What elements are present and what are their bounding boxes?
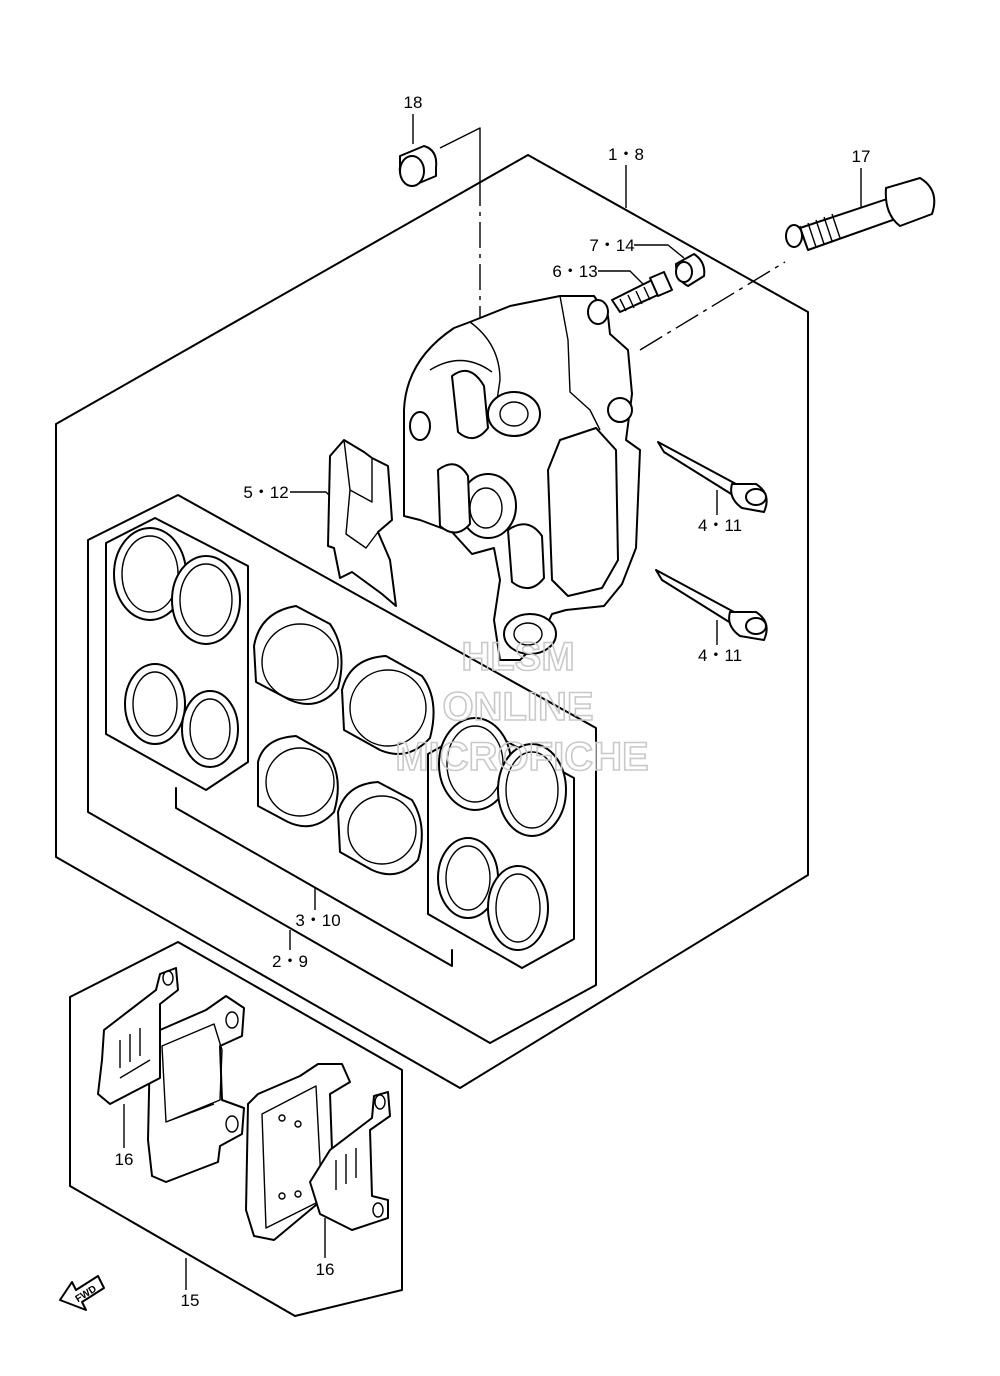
pad-shim-right [309, 1091, 391, 1231]
callout-4-11-bottom: 4・11 [698, 646, 742, 665]
seal-box-left [105, 517, 249, 791]
pad-shim-left [97, 967, 179, 1105]
callout-15: 15 [181, 1291, 200, 1310]
callout-16-left: 16 [115, 1150, 134, 1169]
callout-18: 18 [404, 93, 423, 112]
bolt-axis-line [639, 261, 786, 351]
part-17-bolt [785, 177, 936, 251]
watermark-line-2: ONLINE [442, 685, 593, 729]
piston-seal-set-frame [87, 494, 597, 1044]
part-4-11-pin-top [657, 441, 768, 513]
seal-rings-left [113, 527, 241, 768]
callout-6-13: 6・13 [552, 262, 597, 281]
part-4-11-pin-bottom [655, 569, 768, 641]
callout-4-11-top: 4・11 [698, 516, 742, 535]
fwd-arrow-icon: FWD [59, 1275, 105, 1311]
pistons [253, 605, 435, 876]
brake-pad-left [147, 995, 245, 1183]
callout-2-9: 2・9 [272, 952, 308, 971]
part-6-13-bleeder-valve [611, 271, 673, 313]
seal-rings-right [437, 717, 567, 951]
callout-7-14: 7・14 [589, 236, 634, 255]
caliper-assembly-frame [55, 154, 809, 1089]
callout-5-12: 5・12 [243, 483, 288, 502]
part-18-cap [398, 145, 438, 187]
part-7-14-bleeder-cap [675, 253, 706, 287]
caliper-body [403, 295, 641, 661]
watermark-line-3: MICROFICHE [395, 735, 648, 779]
leader-7-14 [634, 244, 685, 259]
watermark-line-1: HLSM [461, 635, 574, 679]
callout-1-8: 1・8 [608, 145, 644, 164]
leader-6-13 [598, 270, 645, 286]
callout-3-10: 3・10 [295, 911, 340, 930]
callout-16-right: 16 [316, 1260, 335, 1279]
cap-axis-bracket [439, 127, 481, 180]
callout-17: 17 [852, 147, 871, 166]
pad-set-frame [69, 941, 403, 1317]
seal-group-bracket [175, 787, 453, 967]
part-5-12-pad-spring [327, 439, 397, 607]
